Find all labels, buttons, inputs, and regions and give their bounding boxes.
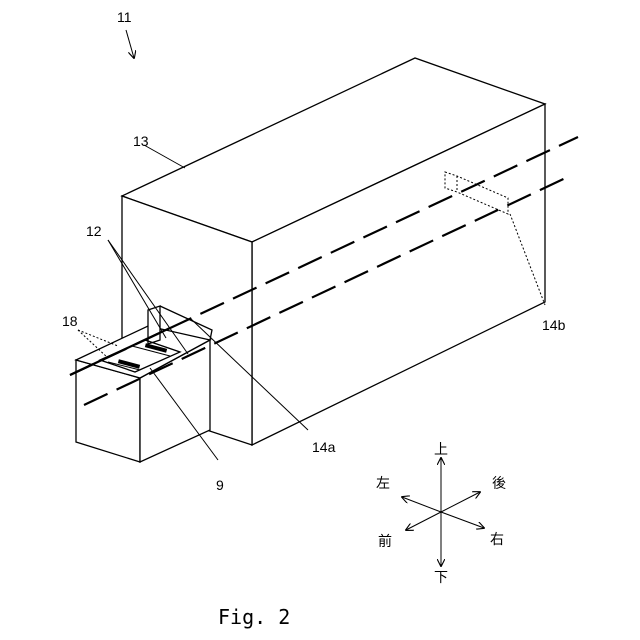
dir-back: 後: [492, 476, 506, 492]
dir-front: 前: [378, 533, 392, 550]
figure-caption: Fig. 2: [218, 605, 290, 629]
dir-left: 左: [376, 476, 390, 492]
dir-up: 上: [434, 442, 448, 458]
label-beam-rear: 14b: [542, 317, 566, 333]
label-housing: 13: [133, 133, 149, 149]
direction-compass: 上 下 左 右 前 後: [376, 442, 506, 586]
arrow-right: [441, 512, 484, 528]
label-tray: 9: [216, 477, 224, 493]
slot-leader-1: [78, 330, 118, 346]
assembly-arrow: [126, 30, 134, 58]
label-assembly: 11: [117, 9, 132, 25]
arrow-front: [406, 512, 441, 530]
label-beam-front: 14a: [312, 439, 336, 455]
dir-down: 下: [434, 570, 448, 586]
arrow-left: [402, 497, 441, 512]
dir-right: 右: [490, 532, 504, 548]
label-rails: 12: [86, 223, 102, 239]
arrow-back: [441, 492, 480, 512]
label-slots: 18: [62, 313, 78, 329]
housing-leader: [144, 145, 185, 168]
